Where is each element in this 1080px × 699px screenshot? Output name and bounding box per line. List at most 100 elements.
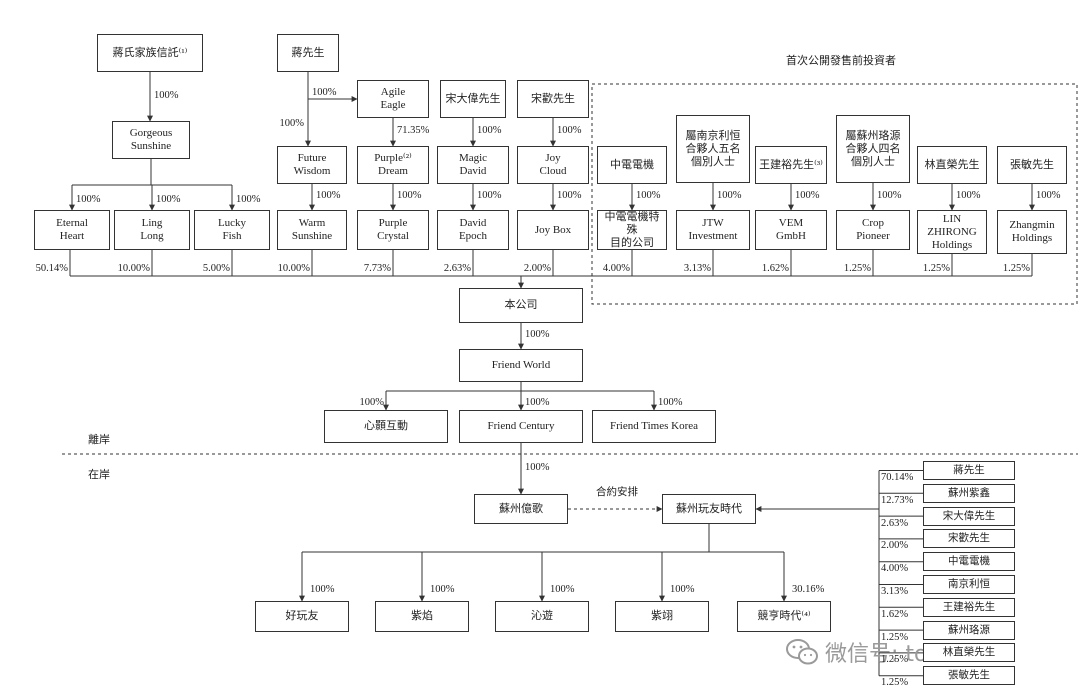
pre-ipo-investors-title: 首次公開發售前投資者 — [786, 55, 896, 67]
edge-label: 2.63% — [881, 517, 909, 529]
edge-label: 4.00% — [881, 563, 909, 575]
node-jiang-trust: 蔣氏家族信託⁽¹⁾ — [97, 34, 203, 72]
edge-label: 100% — [279, 118, 305, 129]
node-lin: 林直榮先生 — [917, 146, 987, 184]
edge-label: 100% — [154, 89, 179, 101]
node-sh-wang: 王建裕先生 — [923, 597, 1015, 617]
edge-label: 100% — [717, 189, 742, 201]
node-purple-dream: Purple⁽²⁾ Dream — [357, 146, 429, 184]
edge-label: 100% — [525, 461, 550, 473]
edge-label: 1.25% — [1002, 263, 1030, 274]
node-qinyou: 沁遊 — [495, 601, 589, 632]
node-haowanyou: 好玩友 — [255, 601, 349, 632]
node-warm: Warm Sunshine — [277, 210, 347, 250]
edge-label: 100% — [956, 190, 981, 201]
edge-label: 100% — [359, 397, 385, 408]
offshore-label: 離岸 — [88, 434, 110, 446]
edge-label: 100% — [76, 194, 101, 205]
edge-label: 5.00% — [202, 263, 230, 274]
edge-label: 10.00% — [117, 263, 150, 274]
edge-label: 71.35% — [397, 125, 430, 136]
node-wang: 王建裕先生⁽³⁾ — [755, 146, 827, 184]
node-epoch: David Epoch — [437, 210, 509, 250]
edge-label: 1.25% — [881, 677, 909, 689]
node-sh-jiang: 蔣先生 — [923, 461, 1015, 480]
node-vem: VEM GmbH — [755, 210, 827, 250]
edge-label: 100% — [397, 190, 422, 201]
edge-label: 50.14% — [35, 263, 68, 274]
wechat-icon — [786, 639, 818, 665]
edge-label: 2.63% — [443, 263, 471, 274]
node-nanjing: 屬南京利恒 合夥人五名 個別人士 — [676, 115, 750, 183]
edge-label: 1.62% — [761, 263, 789, 274]
node-sh-zixin: 蘇州紫鑫 — [923, 483, 1015, 503]
node-sh-lin: 林直榮先生 — [923, 643, 1015, 663]
node-friendworld: Friend World — [459, 349, 583, 382]
edge-label: 70.14% — [881, 472, 914, 483]
edge-label: 1.62% — [881, 608, 909, 620]
edge-label: 2.00% — [881, 540, 909, 552]
node-century: Friend Century — [459, 410, 583, 443]
edge-label: 3.13% — [881, 586, 909, 597]
node-zdj-spv: 中電電機特殊 目的公司 — [597, 210, 667, 250]
edge-label: 3.13% — [683, 263, 711, 274]
edge-label: 100% — [525, 329, 550, 340]
node-magic: Magic David — [437, 146, 509, 184]
edge-label: 12.73% — [881, 494, 914, 506]
edge-label: 100% — [557, 190, 582, 201]
node-song-dawei: 宋大偉先生 — [440, 80, 506, 118]
edge-label: 100% — [477, 125, 502, 136]
edge-label: 100% — [156, 194, 181, 205]
edge-label: 1.25% — [922, 263, 950, 274]
edge-label: 100% — [658, 397, 683, 408]
node-lucky: Lucky Fish — [194, 210, 270, 250]
node-zixiang: 紫翊 — [615, 601, 709, 632]
node-zdj: 中電電機 — [597, 146, 667, 184]
edge-label: 4.00% — [602, 263, 630, 274]
node-sh-zdj: 中電電機 — [923, 552, 1015, 572]
edge-label: 7.73% — [363, 263, 391, 274]
edge-label: 100% — [310, 584, 335, 595]
node-zhangmin-h: Zhangmin Holdings — [997, 210, 1067, 254]
pre-ipo-investors-region — [591, 83, 1078, 305]
node-song-huan: 宋歡先生 — [517, 80, 589, 118]
edge-label: 100% — [557, 125, 582, 136]
edge-label: 100% — [525, 397, 550, 408]
node-jtw: JTW Investment — [676, 210, 750, 250]
node-future: Future Wisdom — [277, 146, 347, 184]
node-korea: Friend Times Korea — [592, 410, 716, 443]
node-jingheng: 競亨時代⁽⁴⁾ — [737, 601, 831, 632]
edge-label: 30.16% — [792, 584, 825, 595]
node-gorgeous: Gorgeous Sunshine — [112, 121, 190, 159]
node-linz: LIN ZHIRONG Holdings — [917, 210, 987, 254]
edge-label: 100% — [636, 190, 661, 201]
edge-label: 100% — [477, 190, 502, 201]
node-sh-nanjing: 南京利恒 — [923, 575, 1015, 594]
node-zhang: 張敏先生 — [997, 146, 1067, 184]
edge-label: 100% — [316, 190, 341, 201]
edge-label: 10.00% — [277, 263, 310, 274]
edge-label: 100% — [1036, 190, 1061, 201]
edge-label: 100% — [795, 190, 820, 201]
node-crystal: Purple Crystal — [357, 210, 429, 250]
edge-label: 100% — [312, 87, 337, 98]
node-sh-suzhouly: 蘇州珞源 — [923, 620, 1015, 640]
node-joybox: Joy Box — [517, 210, 589, 250]
node-sh-songhuan: 宋歡先生 — [923, 529, 1015, 549]
node-jiang-sir: 蔣先生 — [277, 34, 339, 72]
edge-label: 100% — [236, 194, 261, 205]
edge-label: 1.25% — [843, 263, 871, 274]
node-joycloud: Joy Cloud — [517, 146, 589, 184]
edge-label: 1.25% — [881, 654, 909, 666]
node-eternal: Eternal Heart — [34, 210, 110, 250]
node-yige: 蘇州億歌 — [474, 494, 568, 524]
node-wanyou: 蘇州玩友時代 — [662, 494, 756, 524]
edge-label: 1.25% — [881, 631, 909, 643]
node-agile: Agile Eagle — [357, 80, 429, 118]
node-suzhou-lr: 屬蘇州珞源 合夥人四名 個別人士 — [836, 115, 910, 183]
node-company: 本公司 — [459, 288, 583, 323]
node-xinhao: 心顥互動 — [324, 410, 448, 443]
edge-label: 100% — [670, 584, 695, 595]
node-sh-songdawei: 宋大偉先生 — [923, 506, 1015, 526]
